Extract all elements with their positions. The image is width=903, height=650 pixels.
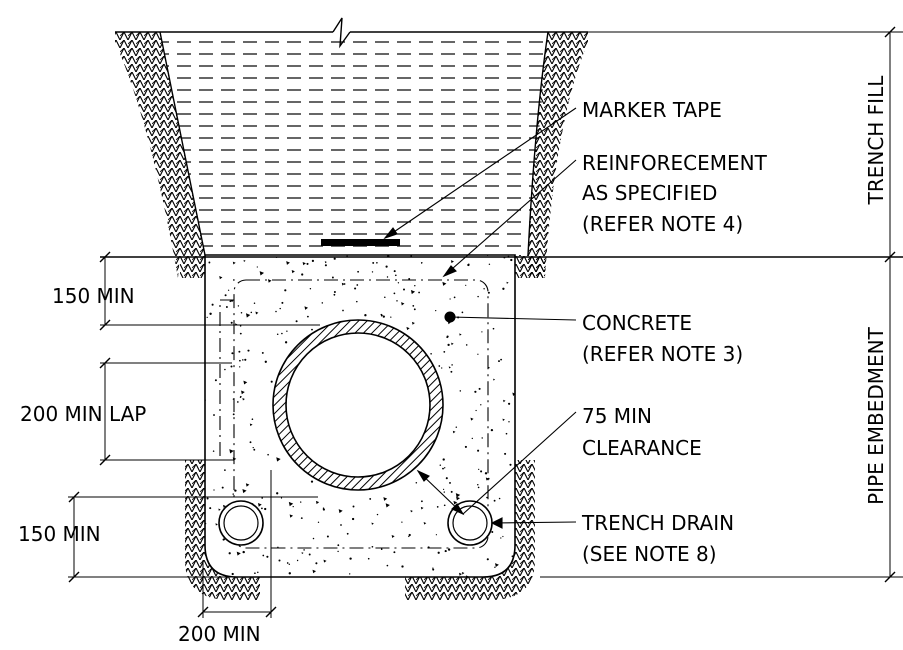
reinforcement-label-2: AS SPECIFIED xyxy=(582,181,717,205)
trench-wall-right xyxy=(527,31,549,256)
reinforcement-label-3: (REFER NOTE 4) xyxy=(582,212,743,236)
reinforcement-label-1: REINFORECEMENT xyxy=(582,151,768,175)
marker-tape-label: MARKER TAPE xyxy=(582,98,722,122)
clearance-label-2: CLEARANCE xyxy=(582,436,702,460)
trench-wall-left xyxy=(159,31,206,256)
soil-hatch xyxy=(115,32,588,600)
dim-lap-label: 200 MIN LAP xyxy=(20,402,146,426)
drain-label-2: (SEE NOTE 8) xyxy=(582,542,717,566)
leader-lines xyxy=(383,107,577,529)
clearance-label-1: 75 MIN xyxy=(582,404,652,428)
dim-top-label: 150 MIN xyxy=(52,284,135,308)
reinforcement-cage xyxy=(233,279,489,549)
trench-fill-label: TRENCH FILL xyxy=(864,75,888,206)
trench-drain-left xyxy=(218,500,264,546)
dim-bottom-label: 150 MIN xyxy=(18,522,101,546)
trench-fill-pattern xyxy=(160,32,548,255)
dimension-lines xyxy=(68,32,903,618)
marker-tape xyxy=(321,239,400,246)
dimension-ticks xyxy=(68,26,896,618)
drain-label-1: TRENCH DRAIN xyxy=(581,511,734,535)
dim-width-label: 200 MIN xyxy=(178,622,261,646)
concrete-label-2: (REFER NOTE 3) xyxy=(582,342,743,366)
concrete-label-1: CONCRETE xyxy=(582,311,692,335)
break-symbol xyxy=(332,17,351,49)
pipe-embedment-label: PIPE EMBEDMENT xyxy=(864,326,888,505)
reinforcement-lap xyxy=(219,299,234,461)
pipe xyxy=(272,319,444,491)
